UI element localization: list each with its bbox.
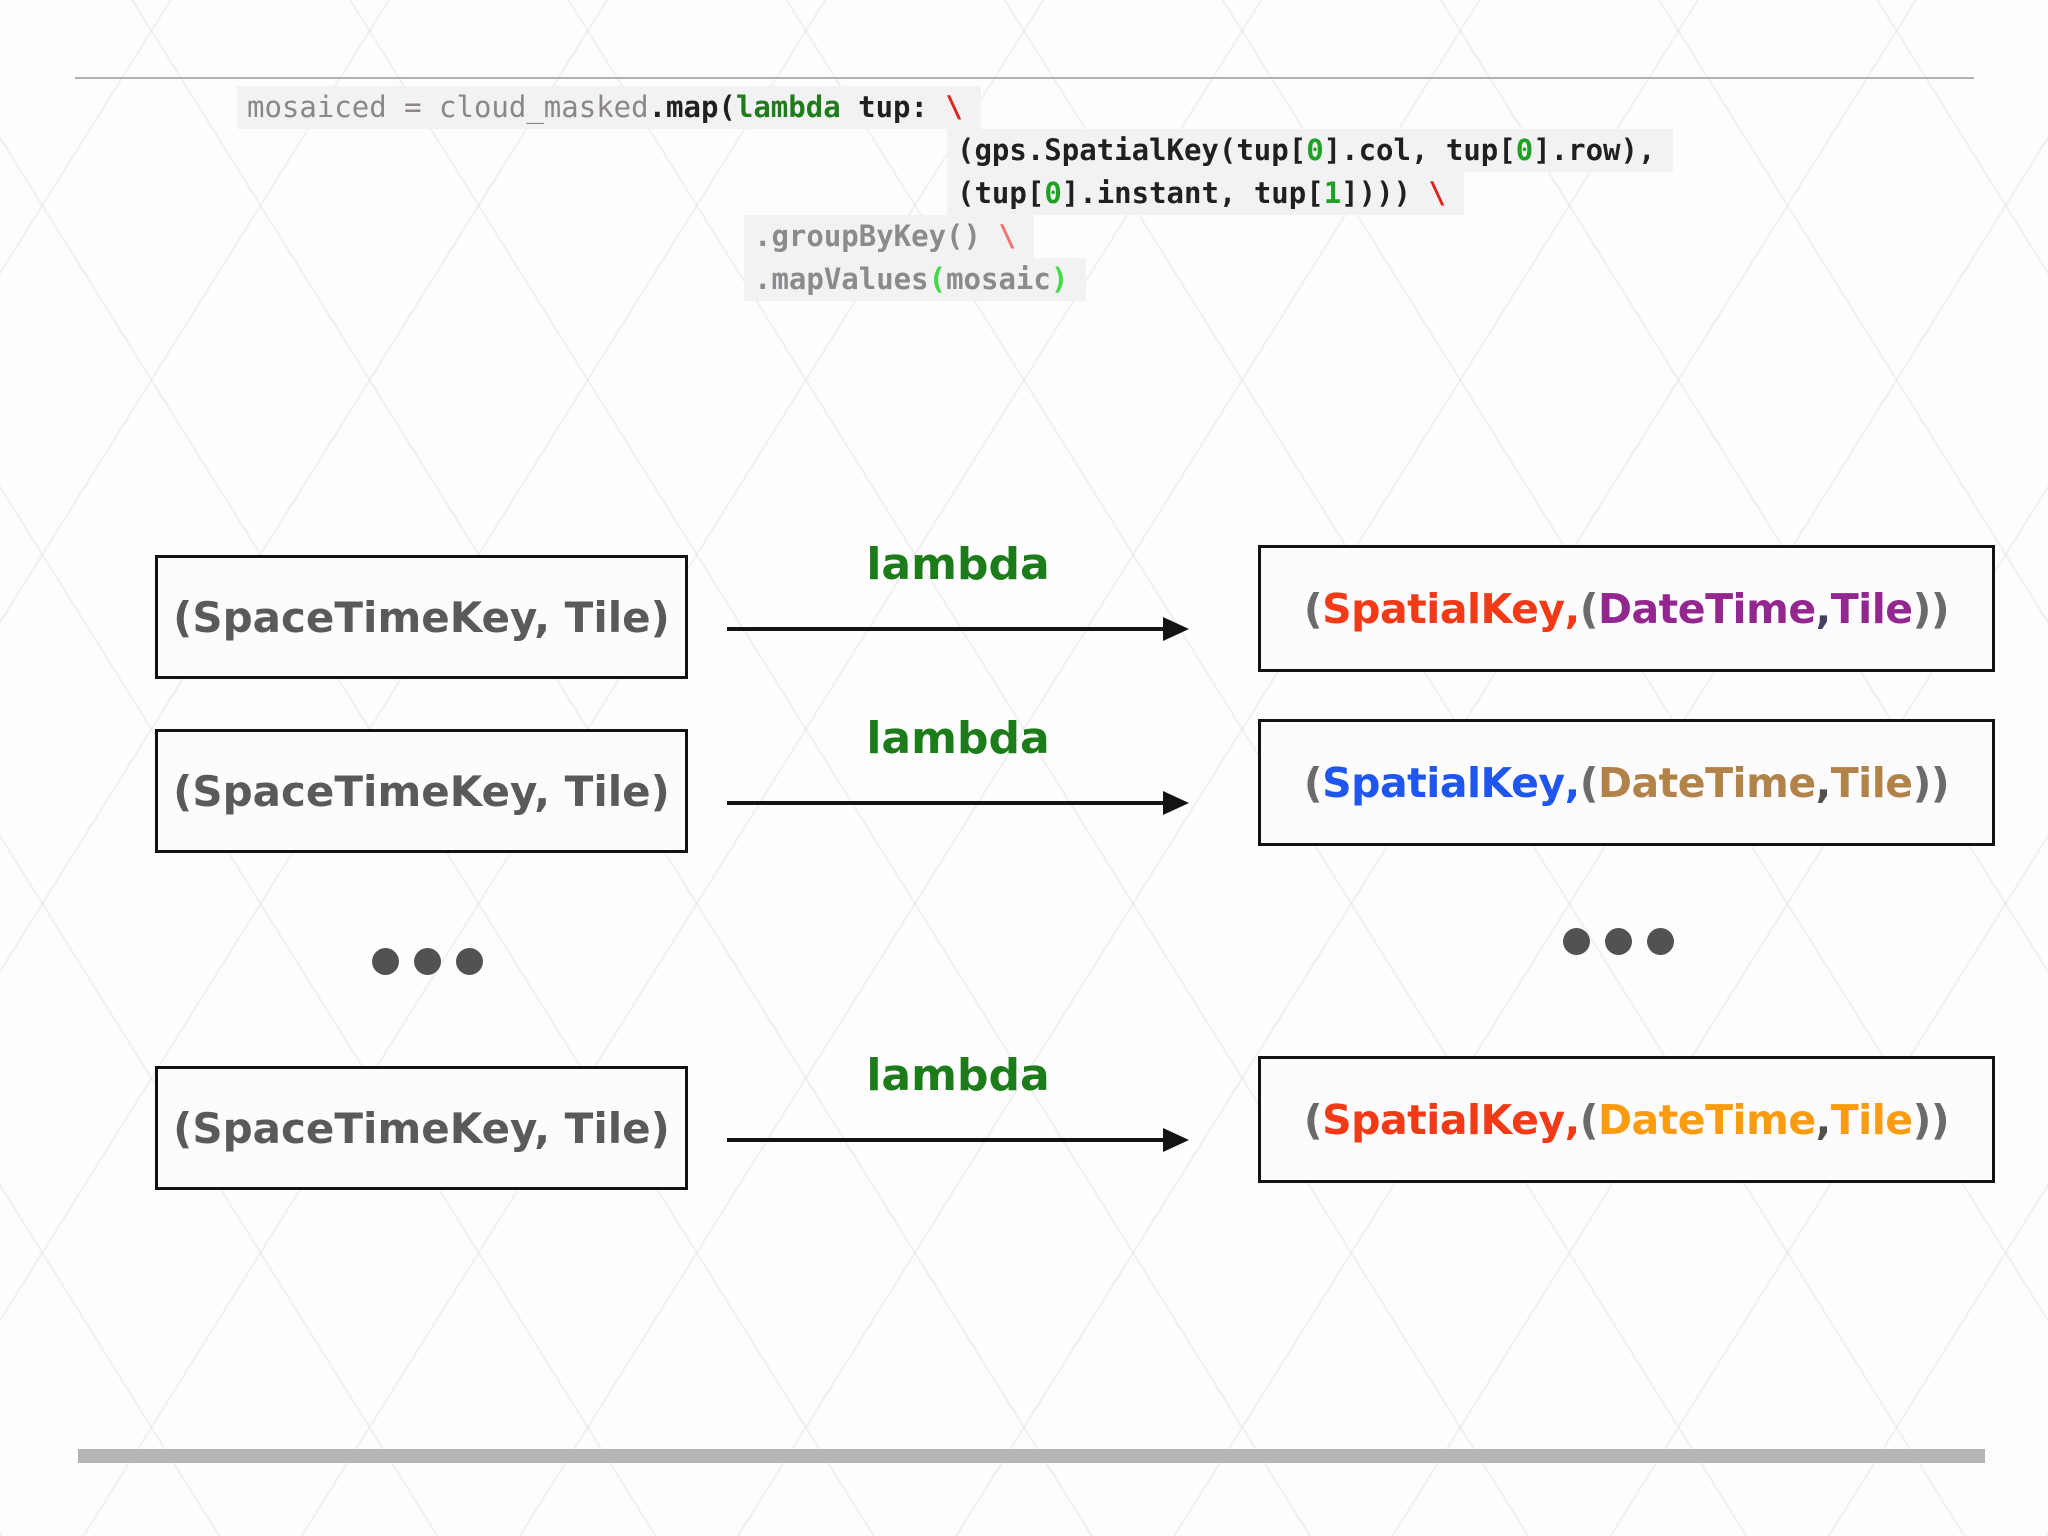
spacetimekey-tile-label: (SpaceTimeKey, Tile) [173, 1103, 670, 1153]
bottom-bar [78, 1449, 1985, 1463]
code-line: .mapValues(mosaic) [744, 258, 1673, 301]
arrow-line [727, 801, 1167, 805]
dot [1605, 928, 1632, 955]
code-line-text: .groupByKey() \ [744, 215, 1034, 258]
arrow-head [1163, 617, 1189, 641]
code-snippet: mosaiced = cloud_masked.map(lambda tup: … [237, 86, 1674, 301]
ellipsis-dots-icon [372, 948, 483, 975]
code-line: mosaiced = cloud_masked.map(lambda tup: … [237, 86, 1673, 129]
right-arrow-icon [727, 617, 1189, 641]
lambda-label: lambda [866, 713, 1050, 764]
dot [372, 948, 399, 975]
code-line: (tup[0].instant, tup[1]))) \ [947, 172, 1673, 215]
map-row-1: (SpaceTimeKey, Tile) lambda (SpatialKey,… [0, 539, 2048, 685]
spacetimekey-tile-label: (SpaceTimeKey, Tile) [173, 592, 670, 642]
dot [456, 948, 483, 975]
dot [1647, 928, 1674, 955]
map-row-2: (SpaceTimeKey, Tile) lambda (SpatialKey,… [0, 713, 2048, 859]
arrow-line [727, 627, 1167, 631]
spacetimekey-tile-box: (SpaceTimeKey, Tile) [155, 729, 688, 853]
arrow-head [1163, 791, 1189, 815]
code-line-text: (gps.SpatialKey(tup[0].col, tup[0].row), [947, 129, 1674, 172]
dot [414, 948, 441, 975]
code-line-text: mosaiced = cloud_masked.map(lambda tup: … [237, 86, 981, 129]
right-arrow-icon [727, 791, 1189, 815]
dot [1563, 928, 1590, 955]
code-line-text: .mapValues(mosaic) [744, 258, 1087, 301]
lambda-label: lambda [866, 539, 1050, 590]
code-line: .groupByKey() \ [744, 215, 1673, 258]
code-line: (gps.SpatialKey(tup[0].col, tup[0].row), [947, 129, 1674, 172]
spatialkey-datetime-tile-box: (SpatialKey, (DateTime, Tile)) [1258, 719, 1995, 846]
arrow-head [1163, 1128, 1189, 1152]
spatialkey-datetime-tile-box: (SpatialKey, (DateTime, Tile)) [1258, 1056, 1995, 1183]
spatialkey-datetime-tile-box: (SpatialKey, (DateTime, Tile)) [1258, 545, 1995, 672]
top-divider [75, 77, 1974, 79]
spacetimekey-tile-box: (SpaceTimeKey, Tile) [155, 1066, 688, 1190]
code-line-text: (tup[0].instant, tup[1]))) \ [947, 172, 1464, 215]
spacetimekey-tile-label: (SpaceTimeKey, Tile) [173, 766, 670, 816]
spacetimekey-tile-box: (SpaceTimeKey, Tile) [155, 555, 688, 679]
lambda-label: lambda [866, 1050, 1050, 1101]
right-arrow-icon [727, 1128, 1189, 1152]
ellipsis-dots-icon [1563, 928, 1674, 955]
map-row-3: (SpaceTimeKey, Tile) lambda (SpatialKey,… [0, 1050, 2048, 1196]
arrow-line [727, 1138, 1167, 1142]
